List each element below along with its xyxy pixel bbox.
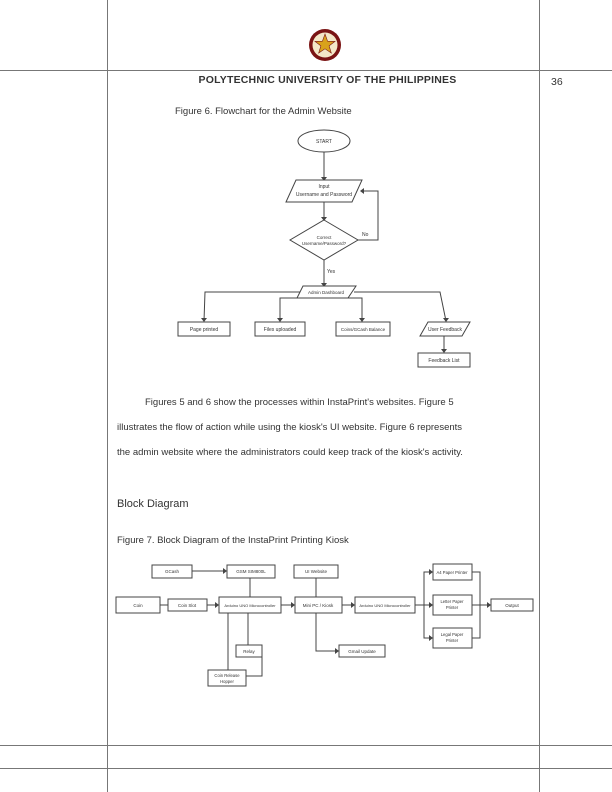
files-uploaded-label: Files uploaded: [264, 327, 297, 333]
pages-printed-label: Page printed: [190, 327, 219, 333]
university-seal-icon: [309, 29, 341, 61]
coin-release-label-line2: Hopper: [220, 679, 234, 684]
arduino-uno-label: Arduino UNO Microcontroller: [224, 603, 276, 608]
coin-slot-block: [167, 598, 208, 612]
user-feedback-label: User Feedback: [428, 327, 462, 333]
gsm-block: [226, 564, 276, 579]
decision-label-line2: Username/Password?: [302, 241, 347, 246]
feedback-list-label: Feedback List: [428, 358, 460, 364]
gcash-label: GCash: [165, 569, 180, 574]
page-number: 36: [551, 76, 563, 88]
legal-printer-label-line1: Legal Paper: [441, 632, 464, 637]
para-line-1: Figures 5 and 6 show the processes withi…: [145, 397, 454, 408]
input-label-line1: Input: [318, 184, 330, 190]
para-line-3: the admin website where the administrato…: [117, 447, 463, 458]
mini-pc-block: [294, 596, 343, 614]
feedback-list-box: [417, 352, 471, 368]
letter-printer-block: [432, 594, 473, 616]
coin-release-block: [207, 669, 247, 687]
arduino-uno2-block: [354, 596, 416, 614]
coins-balance-box: [335, 321, 391, 337]
admin-dashboard-box: [296, 285, 357, 299]
start-terminal: [297, 129, 351, 153]
right-margin-rule: [539, 0, 540, 792]
a4-printer-label: A4 Paper Printer: [437, 570, 469, 575]
coin-release-label-line1: Coin Release: [214, 673, 240, 678]
coin-label: Coin: [133, 603, 143, 608]
legal-printer-label-line2: Printer: [446, 638, 459, 643]
gmail-update-block: [338, 644, 386, 658]
footer-rule-top: [0, 745, 612, 746]
pages-printed-box: [177, 321, 231, 337]
input-credentials-box: [285, 179, 363, 203]
university-name: POLYTECHNIC UNIVERSITY OF THE PHILIPPINE…: [198, 74, 457, 86]
header-rule: [0, 70, 612, 71]
arduino-uno2-label: Arduino UNO Microcontroller: [359, 603, 411, 608]
letter-printer-label-line2: Printer: [446, 605, 459, 610]
credentials-decision: [289, 219, 359, 261]
gmail-update-label: Gmail Update: [348, 649, 376, 654]
arduino-uno-block: [218, 596, 282, 614]
figure6-caption: Figure 6. Flowchart for the Admin Websit…: [175, 106, 352, 117]
ui-website-label: UI Website: [305, 569, 327, 574]
a4-printer-block: [432, 563, 473, 581]
coins-balance-label: Coins/GCash Balance: [341, 327, 386, 332]
gsm-label: GSM SIM800L: [236, 569, 266, 574]
yes-label: Yes: [327, 269, 336, 275]
coin-slot-label: Coin Slot: [178, 603, 197, 608]
output-block: [490, 598, 534, 612]
mini-pc-label: Mini PC / Kiosk: [303, 603, 334, 608]
input-label-line2: Username and Password: [296, 192, 352, 198]
coin-block: [115, 596, 161, 614]
left-margin-rule: [107, 0, 108, 792]
user-feedback-box: [419, 321, 471, 337]
para-line-2: illustrates the flow of action while usi…: [117, 422, 463, 433]
files-uploaded-box: [254, 321, 306, 337]
legal-printer-block: [432, 627, 473, 649]
decision-label-line1: Correct: [317, 235, 333, 240]
relay-block: [235, 644, 263, 658]
start-label: START: [316, 139, 332, 145]
section-heading: Block Diagram: [117, 498, 189, 510]
gcash-block: [151, 564, 193, 579]
ui-website-block: [293, 564, 339, 579]
footer-rule-bottom: [0, 768, 612, 769]
admin-dashboard-label: Admin Dashboard: [308, 290, 345, 295]
letter-printer-label-line1: Letter Paper: [440, 599, 464, 604]
no-label: No: [362, 232, 369, 238]
output-label: Output: [505, 603, 519, 608]
figure7-caption: Figure 7. Block Diagram of the InstaPrin…: [117, 535, 349, 546]
relay-label: Relay: [243, 649, 255, 654]
